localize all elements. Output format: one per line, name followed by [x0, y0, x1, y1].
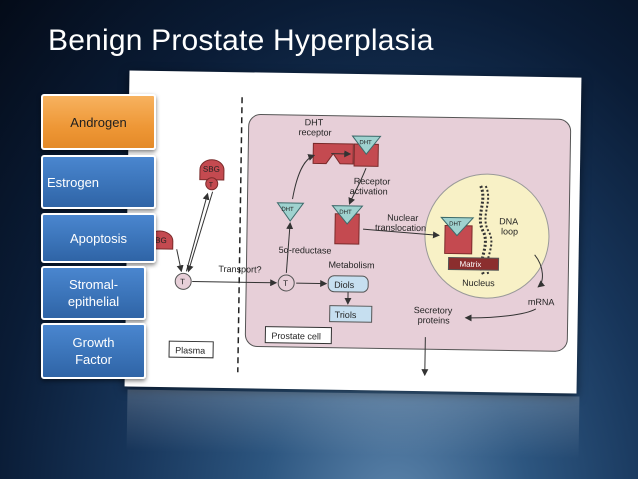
tab-apoptosis[interactable]: Apoptosis — [41, 213, 156, 263]
panel-reflection — [126, 389, 580, 459]
triols-label: Triols — [335, 310, 357, 320]
translocation-arrow — [363, 228, 440, 239]
prostate-cell-diagram: DHT DHT DHT DHT Matrix SBG T SBG T T Dio… — [146, 97, 572, 377]
svg-text:DHT: DHT — [339, 210, 352, 216]
sbg-shape-top — [199, 159, 225, 181]
nucleus-label: Nucleus — [462, 278, 495, 289]
membrane-line — [237, 97, 243, 373]
sbg-label-left: SBG — [150, 236, 167, 245]
tab-estrogen[interactable]: Estrogen — [41, 155, 156, 209]
tab-stromal-epithelial[interactable]: Stromal- epithelial — [41, 266, 146, 320]
svg-text:DHT: DHT — [449, 222, 462, 228]
svg-text:T: T — [180, 277, 185, 286]
tab-apoptosis-label: Apoptosis — [69, 230, 128, 246]
tab-growth-factor-label: Growth Factor — [72, 335, 115, 367]
dna-loop-label: DNAloop — [499, 216, 518, 236]
five-alpha-reductase-label: 5α-reductase — [279, 245, 332, 256]
svg-text:DHT: DHT — [281, 207, 294, 213]
tab-growth-factor[interactable]: Growth Factor — [41, 323, 146, 379]
dht-triangle-receptor — [331, 205, 364, 225]
t-circle-cell — [277, 274, 295, 292]
dht-triangle-nucleus — [440, 216, 475, 237]
diols-label: Diols — [334, 280, 355, 290]
dht-receptor-label: DHTreceptor — [298, 117, 331, 138]
matrix-label: Matrix — [459, 260, 481, 269]
t-circle-plasma — [174, 272, 192, 290]
svg-text:T: T — [209, 182, 214, 189]
dht-label-top: DHT — [359, 140, 372, 146]
matrix-box — [447, 256, 500, 271]
metabolism-label: Metabolism — [328, 260, 374, 271]
tab-estrogen-label: Estrogen — [47, 174, 100, 190]
transport-arrow — [192, 279, 278, 287]
diagram-image: DHT DHT DHT DHT Matrix SBG T SBG T T Dio… — [124, 70, 582, 394]
tab-stromal-epithelial-label: Stromal- epithelial — [67, 277, 120, 309]
dht-triangle-mid — [276, 202, 305, 222]
receptor-activation-label: Receptoractivation — [350, 176, 391, 197]
svg-text:T: T — [283, 279, 288, 288]
plasma-label: Plasma — [175, 345, 205, 355]
tab-androgen-label: Androgen — [70, 114, 127, 130]
triols-box — [329, 305, 373, 323]
sbg-label-top: SBG — [203, 165, 220, 174]
tab-androgen[interactable]: Androgen — [41, 94, 156, 150]
slide-title: Benign Prostate Hyperplasia — [48, 24, 434, 57]
secretory-proteins-label: Secretoryproteins — [414, 305, 453, 326]
mrna-label: mRNA — [528, 297, 555, 307]
dht-triangle-top — [351, 135, 382, 156]
prostate-cell-label: Prostate cell — [271, 331, 321, 342]
transport-label: Transport? — [218, 264, 261, 275]
nuclear-translocation-label: Nucleartranslocation — [375, 212, 426, 233]
